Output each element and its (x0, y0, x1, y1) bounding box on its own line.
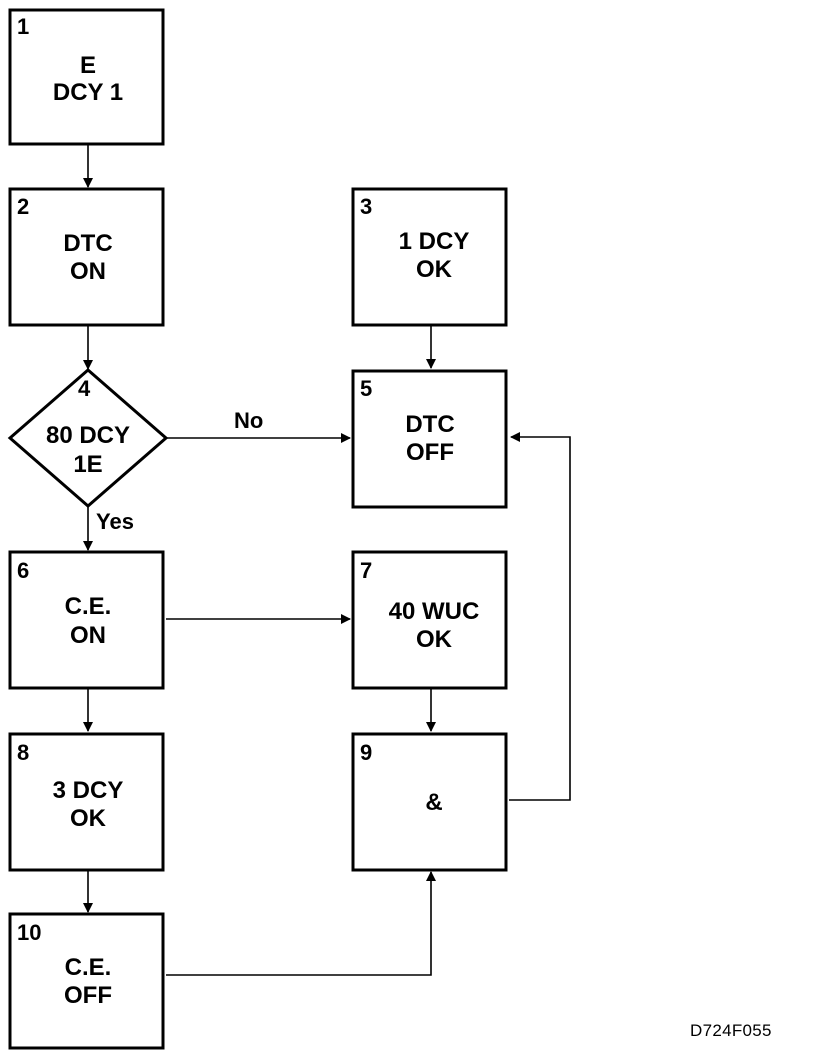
node-label-line-1: C.E. (65, 954, 112, 981)
node-number: 9 (360, 740, 372, 765)
node-label-line-2: 1E (73, 451, 102, 478)
node-label-line-1: C.E. (65, 593, 112, 620)
edge-9-5 (509, 432, 571, 801)
node-1: 1 E DCY 1 (8, 8, 165, 146)
node-number: 2 (17, 194, 29, 219)
edge-label-yes: Yes (96, 509, 134, 534)
node-10: 10 C.E. OFF (8, 912, 165, 1050)
node-label-line-1: 80 DCY (46, 422, 130, 449)
node-9: 9 & (351, 732, 508, 872)
node-8: 8 3 DCY OK (8, 732, 165, 872)
node-label-line-2: OFF (406, 439, 454, 466)
edge-label-no: No (234, 408, 263, 433)
node-2: 2 DTC ON (8, 187, 165, 327)
node-label-line-2: OK (416, 626, 453, 653)
figure-id: D724F055 (690, 1021, 772, 1040)
node-label-line-2: ON (70, 258, 106, 285)
node-number: 10 (17, 920, 41, 945)
node-label-line-1: 1 DCY (399, 228, 470, 255)
node-4-decision: 4 80 DCY 1E (7, 368, 169, 508)
node-6: 6 C.E. ON (8, 550, 165, 690)
node-label-line-2: OK (70, 805, 107, 832)
node-label-line-1: & (425, 789, 442, 816)
node-number: 6 (17, 558, 29, 583)
node-label-line-1: 3 DCY (53, 777, 124, 804)
node-label-line-2: ON (70, 622, 106, 649)
node-number: 7 (360, 558, 372, 583)
node-label-line-1: DTC (63, 230, 112, 257)
node-3: 3 1 DCY OK (351, 187, 508, 327)
node-number: 3 (360, 194, 372, 219)
node-number: 1 (17, 14, 29, 39)
node-label-line-2: OFF (64, 982, 112, 1009)
edges (83, 144, 571, 976)
node-number: 4 (78, 376, 91, 401)
node-label-line-2: DCY 1 (53, 79, 123, 106)
edge-10-9 (166, 871, 436, 976)
node-label-line-1: E (80, 52, 96, 79)
node-label-line-1: 40 WUC (389, 598, 480, 625)
node-number: 8 (17, 740, 29, 765)
node-label-line-2: OK (416, 256, 453, 283)
node-number: 5 (360, 376, 372, 401)
node-5: 5 DTC OFF (351, 369, 508, 509)
node-label-line-1: DTC (405, 411, 454, 438)
node-7: 7 40 WUC OK (351, 550, 508, 690)
